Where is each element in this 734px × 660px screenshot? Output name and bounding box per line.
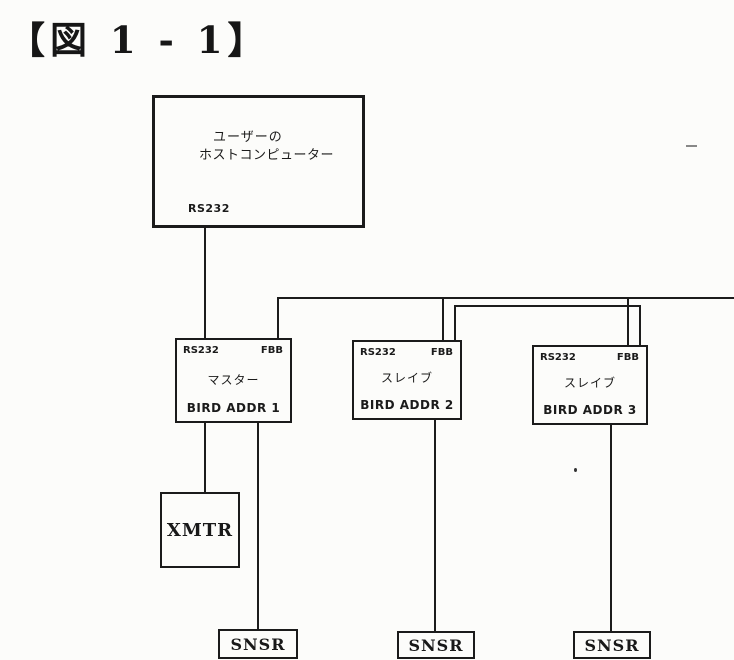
slave2-unit-name: スレイブ — [563, 376, 616, 390]
master-fbb-port-label: FBB — [260, 345, 283, 356]
slave1-unit-box: RS232 FBB スレイブ BIRD ADDR 2 — [352, 340, 462, 420]
master-bird-addr: BIRD ADDR 1 — [186, 401, 281, 415]
snsr3-box: SNSR — [573, 631, 651, 659]
snsr3-label: SNSR — [584, 635, 640, 655]
connector-bus-slave1-to-slave2 — [454, 305, 641, 345]
slave1-bird-addr: BIRD ADDR 2 — [360, 398, 454, 412]
master-unit-name: マスター — [207, 373, 260, 387]
figure-title: 【図 1 - 1】 — [8, 18, 270, 62]
host-computer-box: ユーザーの ホストコンピューター RS232 — [152, 95, 365, 228]
xmtr-label: XMTR — [166, 519, 234, 541]
snsr1-box: SNSR — [218, 629, 298, 659]
slave2-bird-addr: BIRD ADDR 3 — [543, 403, 637, 417]
snsr1-label: SNSR — [230, 634, 286, 654]
connector-fbb-bus-main — [277, 297, 734, 338]
snsr2-label: SNSR — [408, 635, 464, 655]
slave1-fbb-port-label: FBB — [430, 347, 453, 358]
slave2-unit-box: RS232 FBB スレイブ BIRD ADDR 3 — [532, 345, 648, 425]
slave1-rs232-port-label: RS232 — [360, 347, 396, 358]
slave2-fbb-port-label: FBB — [616, 352, 639, 363]
scan-artifact-dot — [574, 468, 577, 472]
host-name-line2: ホストコンピューター — [199, 148, 335, 163]
scan-artifact-dash — [686, 145, 697, 147]
snsr2-box: SNSR — [397, 631, 475, 659]
slave1-unit-name: スレイブ — [380, 371, 433, 385]
slave2-rs232-port-label: RS232 — [540, 352, 576, 363]
master-unit-box: RS232 FBB マスター BIRD ADDR 1 — [175, 338, 292, 423]
xmtr-box: XMTR — [160, 492, 240, 568]
master-rs232-port-label: RS232 — [183, 345, 219, 356]
host-rs232-port-label: RS232 — [188, 202, 230, 215]
host-name-line1: ユーザーの — [213, 130, 283, 145]
